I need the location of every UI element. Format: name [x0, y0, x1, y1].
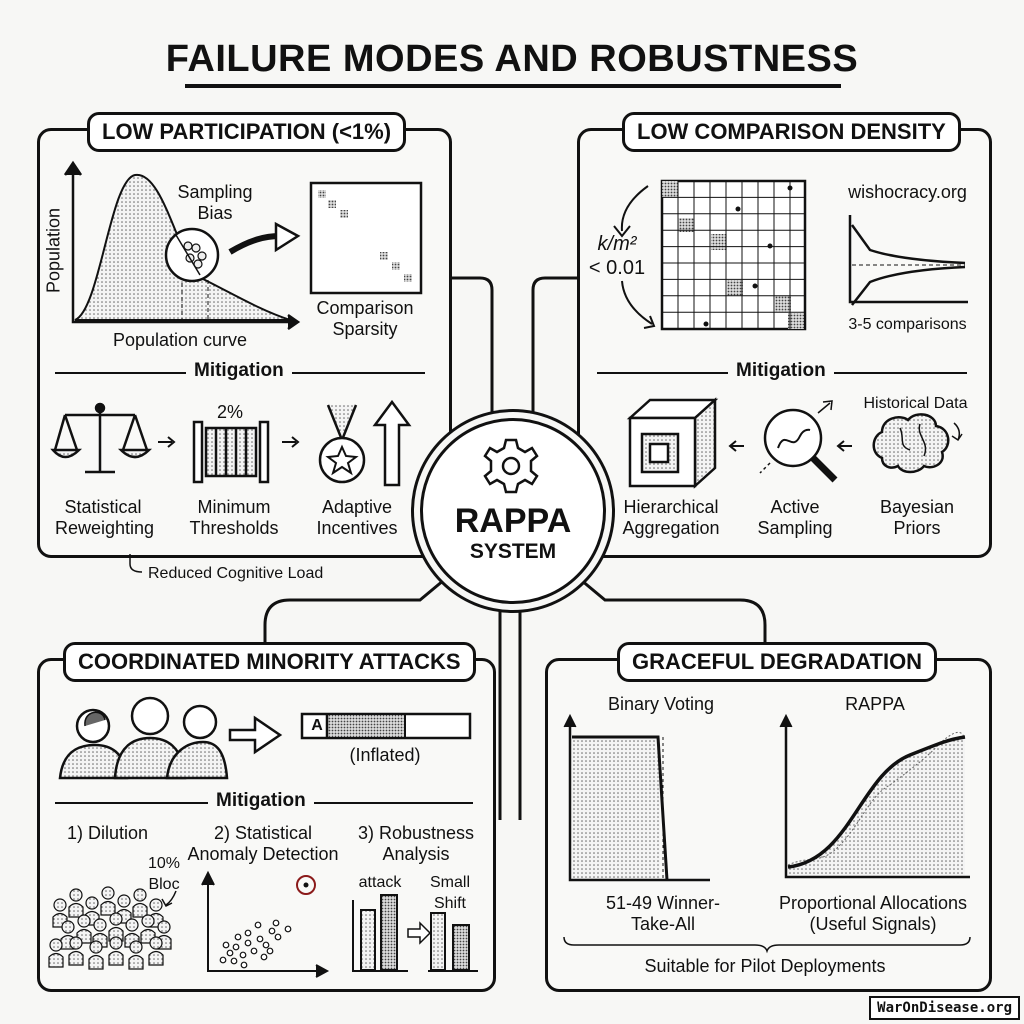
scatter-point — [244, 929, 252, 937]
footer-watermark: WarOnDisease.org — [869, 996, 1020, 1020]
mitigation-icons-participation — [50, 399, 412, 487]
mitigation-reweighting: Statistical Reweighting — [55, 497, 155, 538]
mitigation-active-sampling: Active Sampling — [757, 497, 833, 538]
up-arrow-icon — [372, 399, 412, 487]
title-underline — [185, 84, 841, 88]
mitigation-hierarchical: Hierarchical Aggregation — [622, 497, 720, 538]
note-hook — [129, 554, 143, 573]
scatter-point — [266, 947, 274, 955]
magnifier-icon — [759, 400, 838, 483]
binary-voting-caption: 51-49 Winner-Take-All — [605, 893, 721, 934]
gate-icon — [192, 420, 270, 484]
panel-heading: GRACEFUL DEGRADATION — [617, 642, 938, 682]
scatter-point — [260, 953, 268, 961]
historical-data-label: Historical Data — [863, 395, 968, 412]
scales-icon — [50, 402, 153, 474]
crowd-icon — [48, 886, 172, 970]
medal-icon — [318, 404, 366, 484]
graceful-summary: Suitable for Pilot Deployments — [644, 956, 886, 976]
scatter-point — [230, 957, 238, 965]
wishocracy-site: wishocracy.org — [848, 182, 967, 202]
binary-voting-chart — [563, 713, 710, 882]
panel-heading: LOW COMPARISON DENSITY — [622, 112, 961, 152]
panel-heading: LOW PARTICIPATION (<1%) — [87, 112, 407, 152]
mitigation-incentives: Adaptive Incentives — [316, 497, 398, 538]
scatter-point — [244, 939, 252, 947]
mitigation-robustness-analysis: 3) Robustness Analysis — [357, 823, 475, 864]
inflated-label: (Inflated) — [349, 745, 421, 765]
scatter-point — [256, 935, 264, 943]
panel-heading: COORDINATED MINORITY ATTACKS — [63, 642, 476, 682]
threshold-value: 2% — [216, 402, 243, 422]
brain-icon — [872, 413, 950, 474]
attack-label: attack — [358, 874, 402, 891]
comparison-matrix — [613, 179, 807, 331]
nested-cube-icon — [626, 397, 719, 489]
attack-illustration — [58, 696, 472, 780]
scatter-point — [226, 949, 234, 957]
page-title: FAILURE MODES AND ROBUSTNESS — [165, 38, 859, 80]
scatter-point — [284, 925, 292, 933]
scatter-point — [272, 919, 280, 927]
rappa-caption: Proportional Allocations (Useful Signals… — [778, 893, 968, 934]
comparison-sparsity-label: Comparison Sparsity — [316, 298, 414, 339]
y-axis-label: Population — [43, 207, 64, 294]
scatter-point — [250, 947, 258, 955]
bloc-label: 10% Bloc — [147, 855, 181, 893]
reduced-cognitive-load-note: Reduced Cognitive Load — [148, 565, 324, 582]
convergence-chart — [848, 215, 968, 306]
gear-icon — [483, 438, 539, 494]
bar-letter: A — [311, 717, 323, 734]
population-curve-label: Population curve — [112, 330, 248, 350]
rappa-allocation-chart — [779, 713, 970, 879]
group-people-icon — [58, 696, 229, 780]
scatter-plot-icon — [201, 870, 330, 978]
scatter-point — [219, 956, 227, 964]
scatter-point — [240, 961, 248, 969]
scatter-point — [232, 943, 240, 951]
ratio-label: k/m² — [597, 233, 637, 255]
scatter-point — [262, 941, 270, 949]
summary-brace — [563, 936, 971, 954]
sampling-bias-label: Sampling Bias — [177, 182, 253, 223]
mitigation-thresholds: Minimum Thresholds — [189, 497, 279, 538]
robustness-bars-icon — [352, 894, 478, 972]
mitigation-heading: Mitigation — [186, 360, 292, 382]
mitigation-anomaly-detection: 2) Statistical Anomaly Detection — [187, 823, 339, 864]
scatter-point — [239, 951, 247, 959]
ratio-value: < 0.01 — [588, 257, 646, 279]
mitigation-bayesian: Bayesian Priors — [879, 497, 955, 538]
comparisons-label: 3-5 comparisons — [848, 316, 967, 333]
hub-subtitle: SYSTEM — [469, 540, 557, 563]
scatter-point — [234, 933, 242, 941]
hub-title: RAPPA — [454, 502, 572, 540]
small-shift-label: Small Shift — [429, 874, 470, 912]
attack-mitigation-icons — [48, 870, 478, 978]
scatter-point — [222, 941, 230, 949]
mitigation-dilution: 1) Dilution — [66, 823, 149, 843]
degradation-charts — [563, 713, 970, 882]
sparsity-matrix — [309, 181, 423, 295]
scatter-point — [268, 927, 276, 935]
binary-voting-title: Binary Voting — [607, 694, 715, 714]
scatter-point — [274, 933, 282, 941]
population-curve-chart — [63, 160, 301, 331]
mitigation-heading: Mitigation — [728, 360, 834, 382]
scatter-point — [254, 921, 262, 929]
rappa-chart-title: RAPPA — [845, 694, 905, 714]
mitigation-icons-density — [626, 397, 963, 489]
mitigation-heading: Mitigation — [208, 790, 314, 812]
